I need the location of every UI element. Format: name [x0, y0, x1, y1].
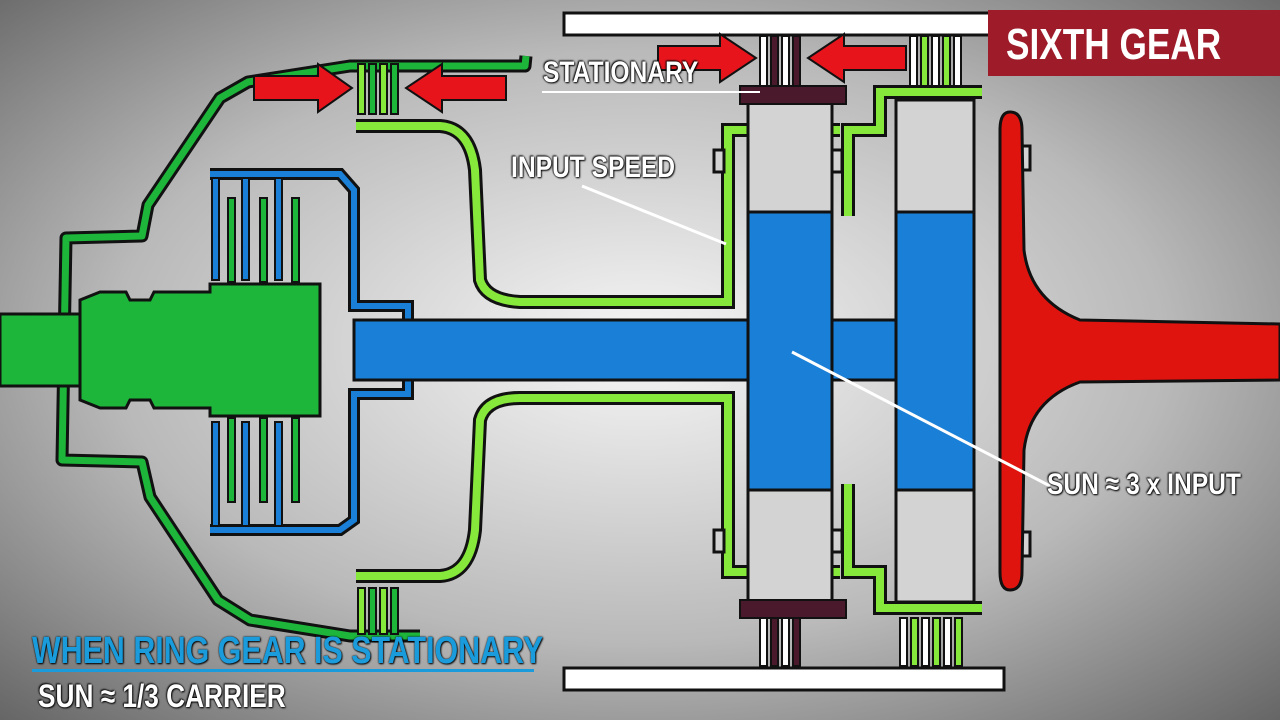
sun-gear-1: [746, 210, 834, 492]
planet-gear-set-1: [712, 98, 844, 604]
title-badge: SIXTH GEAR: [988, 10, 1280, 76]
sun-gear-2: [894, 210, 976, 492]
input-speed-leader: [581, 184, 727, 246]
brake-plates-top-left: [357, 63, 399, 115]
clutch-pack-bottom: [211, 417, 300, 527]
arrow-right-icon: [253, 62, 354, 114]
ring-link-top: [844, 88, 982, 216]
bottom-housing: [562, 666, 1006, 692]
input-speed-label: INPUT SPEED: [511, 151, 676, 184]
arrow-left-icon: [806, 32, 907, 84]
caption-underline: [32, 669, 534, 672]
brake-plates-bottom-left: [357, 587, 399, 635]
sun-leader: [791, 350, 1051, 488]
clutch-pack-top: [211, 177, 300, 283]
ring-gear-bottom: [739, 599, 847, 619]
input-shaft-hub: [78, 282, 322, 418]
page-title: SIXTH GEAR: [1006, 20, 1222, 69]
input-member-bottom: [356, 394, 840, 580]
arrow-left-icon: [404, 62, 507, 114]
planet-gear-set-2: [894, 98, 1032, 604]
output-shaft: [998, 110, 1280, 592]
ring-gear-top: [739, 85, 847, 105]
top-housing: [562, 11, 1006, 37]
input-member-top: [356, 122, 840, 306]
input-shaft-left: [0, 312, 82, 388]
sun-speed-label: SUN ≈ 3 x INPUT: [1047, 468, 1241, 501]
brake-plates-top-ring: [759, 35, 801, 87]
brake-plates-bottom-ring: [759, 617, 801, 667]
stationary-label: STATIONARY: [543, 56, 699, 89]
ring-link-bottom: [844, 484, 982, 612]
input-drum: [58, 55, 530, 640]
arrow-right-icon: [657, 32, 758, 84]
brake-plates-bottom-right: [899, 617, 963, 667]
caption-heading: WHEN RING GEAR IS STATIONARY: [32, 630, 544, 672]
brake-plates-top-right: [909, 35, 962, 87]
caption-relation: SUN ≈ 1/3 CARRIER: [38, 678, 286, 714]
